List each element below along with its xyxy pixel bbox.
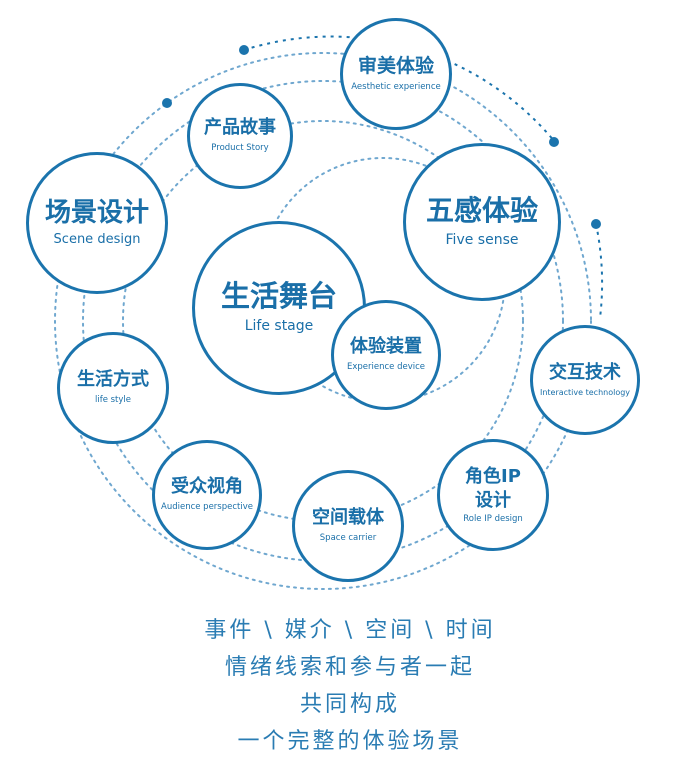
node-title: 审美体验 [357,54,434,77]
node-title: 交互技术 [549,361,621,383]
node-role-ip-design: 角色IP 设计 Role IP design [437,439,549,551]
orbit-dot [549,137,559,147]
node-subtitle: Aesthetic experience [351,81,441,92]
node-life-style: 生活方式 life style [57,332,169,444]
caption-line: 共同构成 [299,692,400,717]
right-arc [595,223,604,319]
node-title: 生活方式 [77,369,149,391]
node-subtitle: Role IP design [463,514,523,525]
node-audience-perspective: 受众视角 Audience perspective [152,440,262,550]
node-title: 体验装置 [350,336,422,358]
outer-orbit-ring [54,52,592,590]
orbit-dot [591,219,601,229]
node-title: 受众视角 [171,476,243,498]
node-title: 生活舞台 [220,279,337,314]
top-arc [243,35,556,143]
orbit-dot [239,45,249,55]
node-subtitle: life style [94,395,132,406]
node-subtitle: Space carrier [319,533,377,544]
node-subtitle: Product Story [211,143,269,154]
node-title: 产品故事 [204,117,276,139]
node-five-sense: 五感体验 Five sense [403,143,561,301]
middle-orbit-ring [82,80,564,562]
node-scene-design: 场景设计 Scene design [26,152,168,294]
node-subtitle: Audience perspective [161,502,253,513]
node-subtitle: Scene design [53,232,141,248]
caption-block: 事件 \ 媒介 \ 空间 \ 时间 情绪线索和参与者一起 共同构成 一个完整的体… [0,612,700,760]
node-interactive-technology: 交互技术 Interactive technology [530,325,640,435]
caption-line: 情绪线索和参与者一起 [224,655,475,680]
node-product-story: 产品故事 Product Story [187,83,293,189]
node-title: 场景设计 [44,197,149,228]
node-title: 角色IP 设计 [465,466,521,511]
caption-line: 事件 \ 媒介 \ 空间 \ 时间 [204,618,496,643]
caption-line: 一个完整的体验场景 [237,729,463,754]
node-subtitle: Interactive technology [539,387,631,397]
node-subtitle: Life stage [244,318,314,335]
node-space-carrier: 空间载体 Space carrier [292,470,404,582]
orbit-dot [162,98,172,108]
node-title: 五感体验 [425,193,538,227]
node-subtitle: Five sense [445,231,519,248]
node-experience-device: 体验装置 Experience device [331,300,441,410]
node-title: 空间载体 [312,507,384,529]
node-aesthetic-experience: 审美体验 Aesthetic experience [340,18,452,130]
node-subtitle: Experience device [346,362,426,373]
